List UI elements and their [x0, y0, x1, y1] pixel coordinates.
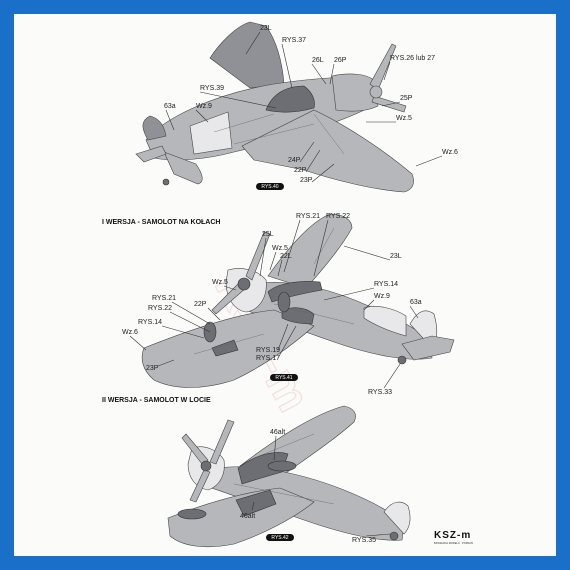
label-rys35: RYS.35	[352, 537, 376, 544]
instruction-sheet: KSZ-m 23L RYS.37 26L 26P RYS.2	[14, 14, 556, 556]
kszm-logo: KSZ-m BIOGRAFIA MODELU · POZNAŃ	[434, 530, 473, 545]
label-46alt-top: 46alt	[270, 429, 285, 436]
figure-rys40-aircraft	[135, 21, 414, 193]
figure1-labels: 23L RYS.37 26L 26P RYS.26 lub 27 RYS.39 …	[164, 25, 458, 190]
label-rys33: RYS.33	[368, 389, 392, 396]
heading-wersja-1: I WERSJA - SAMOLOT NA KOŁACH	[102, 219, 220, 226]
label-rys22-left: RYS.22	[148, 305, 172, 312]
figure3-labels: 46alt 46alt RYS.35 RYS.42	[240, 429, 391, 544]
label-63a: 63a	[164, 103, 176, 110]
label-23P: 23P	[300, 177, 313, 184]
label-23L: 23L	[390, 253, 402, 260]
assembly-artwork: KSZ-m 23L RYS.37 26L 26P RYS.2	[102, 21, 473, 548]
label-22L: 22L	[280, 253, 292, 260]
badge-rys41	[270, 374, 298, 381]
label-46alt-bottom: 46alt	[240, 513, 255, 520]
label-rys22-top: RYS.22	[326, 213, 350, 220]
badge-rys40	[256, 183, 284, 190]
label-rys14-right: RYS.14	[374, 281, 398, 288]
label-22P: 22P	[294, 167, 307, 174]
label-rys21-left: RYS.21	[152, 295, 176, 302]
label-23L: 23L	[260, 25, 272, 32]
label-26L: 26L	[312, 57, 324, 64]
svg-text:RYS.42: RYS.42	[271, 535, 288, 541]
label-23P: 23P	[146, 365, 159, 372]
label-25P: 25P	[400, 95, 413, 102]
label-wz5-left: Wz.5	[212, 279, 228, 286]
label-rys21-top: RYS.21	[296, 213, 320, 220]
badge-rys42	[266, 534, 294, 541]
label-rys37: RYS.37	[282, 37, 306, 44]
label-25L: 25L	[262, 231, 274, 238]
label-24P: 24P	[288, 157, 301, 164]
label-wz9: Wz.9	[196, 103, 212, 110]
figure-rys42-aircraft	[167, 405, 411, 548]
label-wz9: Wz.9	[374, 293, 390, 300]
label-rys17: RYS.17	[256, 355, 280, 362]
label-wz6: Wz.6	[122, 329, 138, 336]
label-rys14-left: RYS.14	[138, 319, 162, 326]
label-26P: 26P	[334, 57, 347, 64]
svg-text:BIOGRAFIA MODELU · POZNAŃ: BIOGRAFIA MODELU · POZNAŃ	[434, 541, 473, 545]
heading-wersja-2: II WERSJA - SAMOLOT W LOCIE	[102, 397, 211, 404]
label-rys26-lub-27: RYS.26 lub 27	[390, 55, 435, 62]
svg-text:RYS.40: RYS.40	[261, 184, 278, 190]
label-wz5: Wz.5	[396, 115, 412, 122]
label-wz5-top: Wz.5	[272, 245, 288, 252]
figure2-labels: RYS.21 RYS.22 25L Wz.5 22L 23L Wz.5 RYS.…	[122, 213, 422, 396]
figure-rys41-aircraft	[141, 213, 455, 388]
label-rys39: RYS.39	[200, 85, 224, 92]
svg-text:RYS.41: RYS.41	[275, 375, 292, 381]
label-wz6: Wz.6	[442, 149, 458, 156]
label-22P: 22P	[194, 301, 207, 308]
svg-text:KSZ-m: KSZ-m	[434, 530, 471, 541]
label-63a: 63a	[410, 299, 422, 306]
label-rys19: RYS.19	[256, 347, 280, 354]
